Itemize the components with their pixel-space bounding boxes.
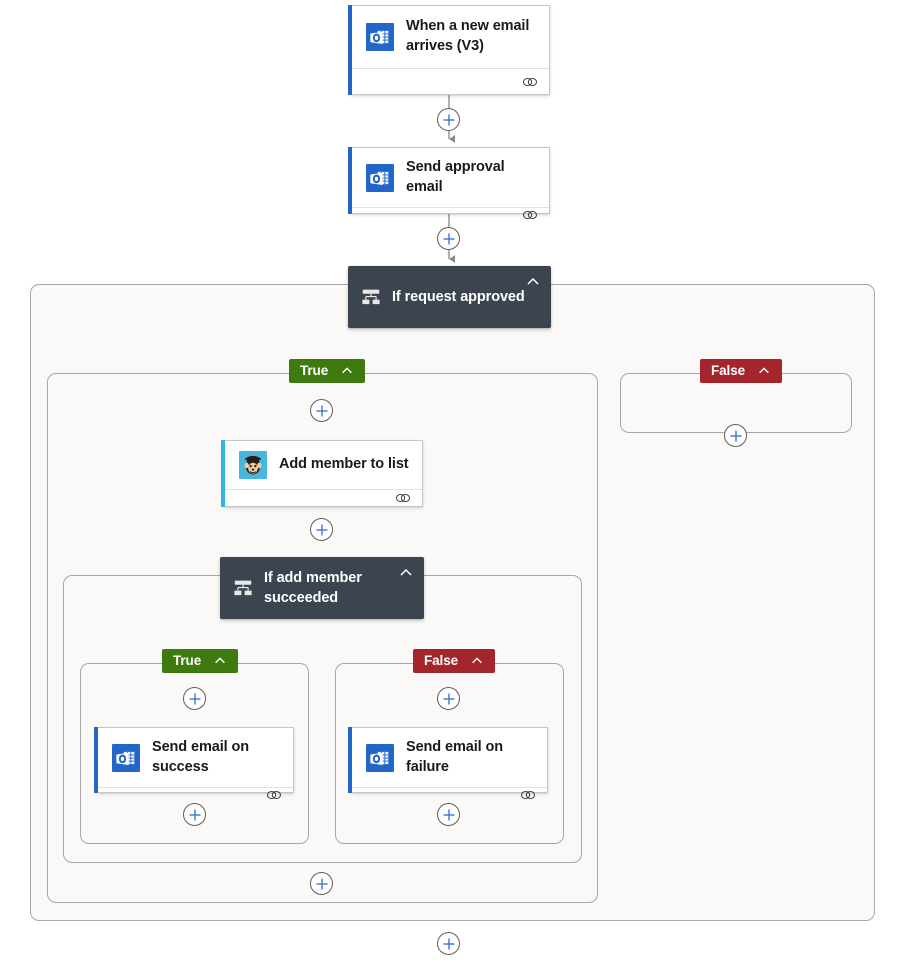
- card-title: When a new email arrives (V3): [406, 18, 530, 54]
- plus-icon: [443, 233, 454, 244]
- card-footer: [352, 787, 547, 802]
- connector-link-icon[interactable]: [522, 75, 538, 89]
- card-footer: [352, 207, 549, 222]
- insert-step-button-6[interactable]: [437, 687, 460, 710]
- branch-label-text: True: [300, 363, 329, 378]
- card-add-member-to-list[interactable]: Add member to list: [221, 440, 423, 507]
- insert-step-button-5[interactable]: [183, 687, 206, 710]
- card-title: Send approval email: [406, 159, 505, 195]
- condition-branch-icon: [234, 580, 252, 596]
- chevron-up-icon[interactable]: [525, 274, 541, 290]
- card-send-email-on-success[interactable]: Send email on success: [94, 727, 294, 800]
- plus-icon: [189, 693, 200, 704]
- connector-link-icon[interactable]: [520, 788, 536, 802]
- plus-icon: [316, 405, 327, 416]
- insert-step-button-2[interactable]: [437, 227, 460, 250]
- card-header: Add member to list: [225, 441, 422, 489]
- plus-icon: [443, 938, 454, 949]
- connector-link-icon[interactable]: [266, 788, 282, 802]
- condition-if-request-approved[interactable]: If request approved: [348, 266, 551, 328]
- card-header: Send approval email: [352, 148, 549, 207]
- insert-step-button-8[interactable]: [437, 803, 460, 826]
- condition-title: If add member succeeded: [264, 569, 362, 606]
- chevron-up-icon[interactable]: [398, 565, 414, 581]
- insert-step-button-9[interactable]: [310, 872, 333, 895]
- card-header: Send email on success: [98, 728, 293, 787]
- outlook-icon: [366, 163, 394, 192]
- card-send-approval-email[interactable]: Send approval email: [348, 147, 550, 220]
- plus-icon: [443, 114, 454, 125]
- plus-icon: [316, 878, 327, 889]
- card-accent-bar: [348, 147, 352, 214]
- plus-icon: [730, 430, 741, 441]
- plus-icon: [443, 693, 454, 704]
- card-title: Add member to list: [279, 456, 409, 473]
- branch-label-inner-false[interactable]: False: [413, 649, 496, 673]
- insert-step-button-4[interactable]: [310, 518, 333, 541]
- card-footer: [98, 787, 293, 802]
- card-title: Send email on failure: [406, 739, 503, 775]
- card-when-a-new-email-arrives[interactable]: When a new email arrives (V3): [348, 5, 550, 95]
- branch-label-text: False: [424, 653, 459, 668]
- mailchimp-icon: [239, 451, 267, 479]
- insert-step-button-1[interactable]: [437, 108, 460, 131]
- branch-label-outer-true[interactable]: True: [289, 359, 366, 383]
- branch-label-inner-true[interactable]: True: [162, 649, 239, 673]
- condition-title: If request approved: [392, 288, 525, 305]
- insert-step-button-10[interactable]: [437, 932, 460, 955]
- condition-if-add-member-succeeded[interactable]: If add member succeeded: [220, 557, 424, 619]
- outlook-icon: [112, 743, 140, 772]
- insert-step-button-3[interactable]: [310, 399, 333, 422]
- branch-label-outer-false[interactable]: False: [700, 359, 783, 383]
- chevron-up-icon[interactable]: [340, 364, 354, 378]
- plus-icon: [443, 809, 454, 820]
- connector-link-icon[interactable]: [395, 491, 411, 505]
- branch-label-text: False: [711, 363, 746, 378]
- plus-icon: [316, 524, 327, 535]
- chevron-up-icon[interactable]: [470, 654, 484, 668]
- outlook-icon: [366, 743, 394, 772]
- card-header: When a new email arrives (V3): [352, 6, 549, 68]
- chevron-up-icon[interactable]: [757, 364, 771, 378]
- branch-label-text: True: [173, 653, 202, 668]
- card-send-email-on-failure[interactable]: Send email on failure: [348, 727, 548, 800]
- plus-icon: [189, 809, 200, 820]
- insert-step-button-7[interactable]: [183, 803, 206, 826]
- card-header: Send email on failure: [352, 728, 547, 787]
- outer-false-branch-container: [620, 373, 852, 433]
- card-accent-bar: [348, 5, 352, 95]
- card-footer: [352, 68, 549, 94]
- card-accent-bar: [221, 440, 225, 507]
- card-footer: [225, 489, 422, 506]
- insert-step-button-outer-false[interactable]: [724, 424, 747, 447]
- chevron-up-icon[interactable]: [213, 654, 227, 668]
- connector-link-icon[interactable]: [522, 208, 538, 222]
- outlook-icon: [366, 23, 394, 51]
- card-accent-bar: [348, 727, 352, 793]
- card-title: Send email on success: [152, 739, 249, 775]
- condition-branch-icon: [362, 289, 380, 305]
- card-accent-bar: [94, 727, 98, 793]
